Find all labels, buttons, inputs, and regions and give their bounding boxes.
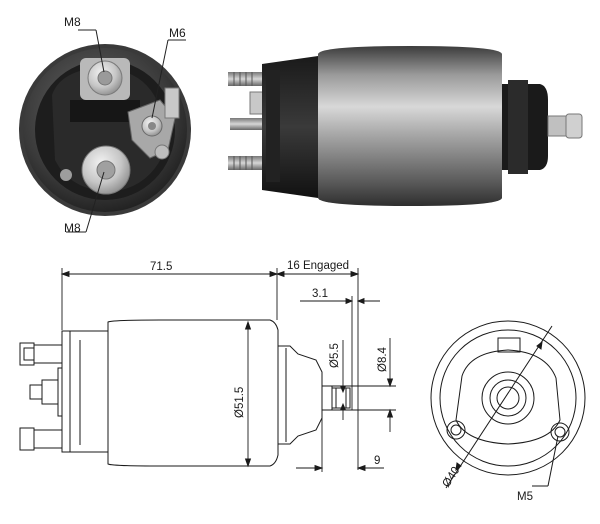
m6-label: M6 xyxy=(169,26,186,40)
m6-leader-2 xyxy=(151,39,169,119)
dim-offset: 3.1 xyxy=(312,288,328,300)
m8-top-leader-2 xyxy=(95,29,105,73)
dim-shaft-small: Ø5.5 xyxy=(329,343,341,368)
side-view-photo xyxy=(228,46,583,206)
dim-body-diameter: Ø51.5 xyxy=(234,387,246,418)
dim-overall-length: 71.5 xyxy=(150,261,172,273)
m8-bottom-label: M8 xyxy=(64,221,81,235)
dimension-lines xyxy=(60,268,396,472)
m8-terminal-bottom xyxy=(81,145,131,195)
m8-bottom-leader xyxy=(85,171,105,233)
dim-shaft-large: Ø8.4 xyxy=(377,346,389,372)
dim-shaft-length: 9 xyxy=(374,455,380,467)
m8-terminal-top xyxy=(80,58,130,100)
side-view-drawing xyxy=(19,319,351,467)
m6-terminal xyxy=(127,87,180,160)
end-view-drawing xyxy=(430,320,586,489)
dim-mount-thread: M5 xyxy=(517,491,533,503)
end-view-photo: M8 M6 M8 xyxy=(19,15,191,235)
m8-top-label: M8 xyxy=(64,15,81,29)
dim-engaged: 16 Engaged xyxy=(287,260,349,272)
